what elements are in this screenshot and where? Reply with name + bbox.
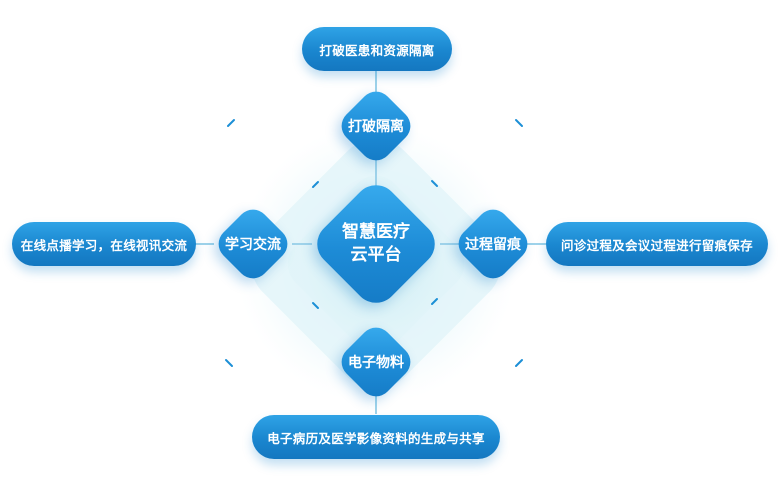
tick-outer-br	[515, 359, 523, 367]
tick-marks	[225, 119, 523, 367]
desc-pill-left: 在线点播学习，在线视讯交流	[12, 222, 196, 266]
desc-left-text: 在线点播学习，在线视讯交流	[20, 237, 188, 253]
center-line1: 智慧医疗	[342, 222, 410, 242]
tick-outer-bl	[225, 359, 233, 367]
desc-pill-top: 打破医患和资源隔离	[302, 27, 452, 71]
node-top-label: 打破隔离	[348, 119, 404, 135]
center-core-label: 智慧医疗 云平台	[342, 221, 410, 267]
connector-lines	[192, 70, 546, 414]
node-left-label: 学习交流	[225, 237, 281, 253]
node-bottom: 电子物料	[334, 320, 418, 404]
desc-pill-bottom: 电子病历及医学影像资料的生成与共享	[252, 415, 500, 459]
node-top: 打破隔离	[334, 84, 418, 168]
tick-inner-bl	[312, 302, 319, 309]
node-right-label: 过程留痕	[465, 237, 521, 253]
desc-right-text: 问诊过程及会议过程进行留痕保存	[560, 237, 753, 253]
desc-pill-right: 问诊过程及会议过程进行留痕保存	[546, 222, 768, 266]
node-left: 学习交流	[211, 202, 295, 286]
desc-bottom-text: 电子病历及医学影像资料的生成与共享	[267, 430, 485, 446]
tick-inner-tr	[431, 180, 438, 187]
node-right: 过程留痕	[451, 202, 535, 286]
desc-top-text: 打破医患和资源隔离	[319, 42, 435, 58]
tick-outer-tl	[227, 119, 235, 127]
center-core: 智慧医疗 云平台	[306, 174, 446, 314]
tick-inner-tl	[312, 181, 319, 188]
tick-inner-br	[431, 298, 438, 305]
center-line2: 云平台	[350, 245, 402, 265]
node-bottom-label: 电子物料	[348, 355, 404, 371]
tick-outer-tr	[515, 119, 523, 127]
